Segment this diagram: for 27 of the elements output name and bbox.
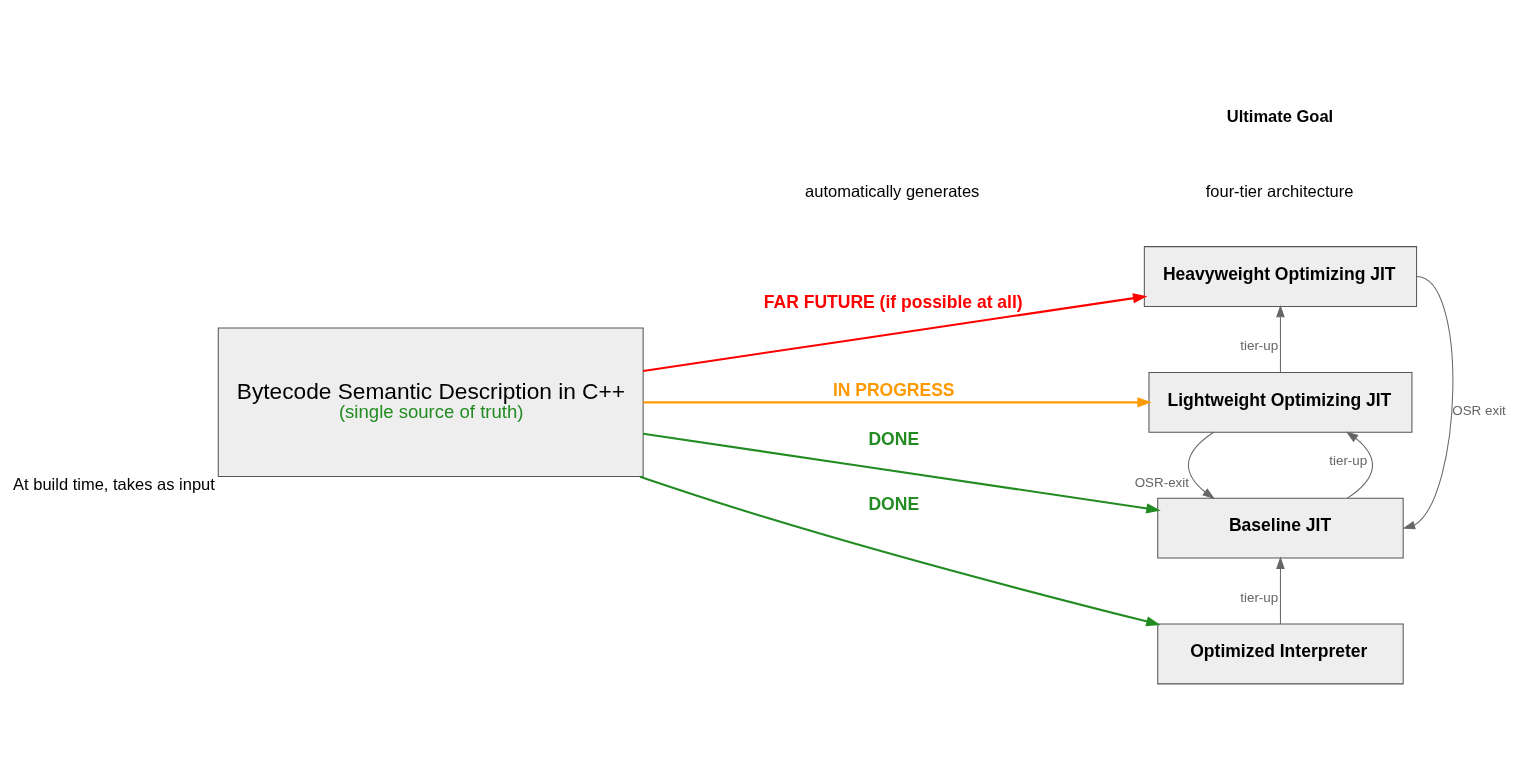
edge-label: DONE [868, 494, 920, 515]
label: automatically generates [805, 181, 980, 200]
arrow [1188, 431, 1215, 500]
edge-label: IN PROGRESS [832, 379, 955, 400]
node-box: Bytecode Semantic Description in C++ (single source of truth) [217, 327, 644, 478]
arrow [1345, 431, 1373, 499]
label: Ultimate Goal [1226, 106, 1334, 125]
arrow [1276, 556, 1285, 625]
node-box: Optimized Interpreter [1157, 623, 1404, 685]
edge-label: tier-up [1240, 589, 1279, 605]
arrow [639, 475, 1161, 627]
edge-label: OSR-exit [1134, 475, 1190, 491]
arrow [643, 397, 1152, 408]
node-box: Baseline JIT [1157, 497, 1404, 559]
edge-label: OSR exit [1452, 403, 1506, 419]
node-label: At build time, takes as input [13, 474, 215, 493]
arrow [1276, 304, 1285, 373]
label: four-tier architecture [1205, 181, 1354, 200]
arrow [643, 293, 1148, 372]
edge-label: tier-up [1240, 337, 1279, 353]
arrow [1402, 276, 1454, 530]
arrow [643, 432, 1161, 514]
edge-label: tier-up [1329, 452, 1368, 468]
edge-label: DONE [868, 429, 920, 450]
node-box: Heavyweight Optimizing JIT [1143, 246, 1418, 307]
node-box: Lightweight Optimizing JIT [1148, 371, 1413, 433]
edge-label: FAR FUTURE (if possible at all) [763, 292, 1023, 313]
